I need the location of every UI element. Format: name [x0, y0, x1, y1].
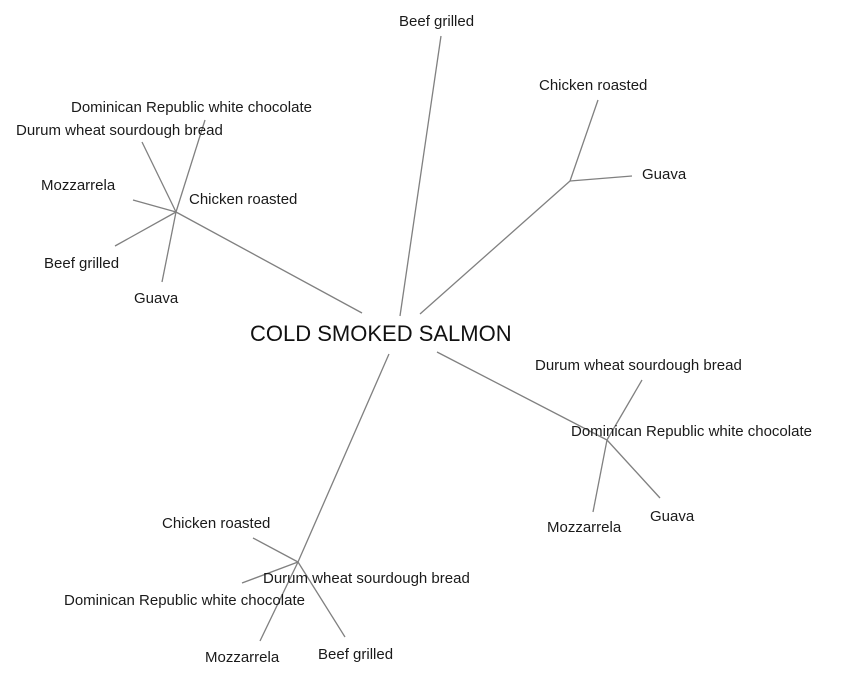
- edge-root-ne-cluster: [419, 180, 571, 315]
- child-node[interactable]: Durum wheat sourdough bread: [535, 357, 742, 374]
- edge-e-durum: [606, 379, 643, 441]
- child-node[interactable]: Beef grilled: [318, 646, 393, 663]
- child-node[interactable]: Mozzarrela: [547, 519, 622, 536]
- node-beef-grilled[interactable]: Beef grilled: [399, 13, 474, 30]
- child-node[interactable]: Dominican Republic white chocolate: [64, 592, 305, 609]
- edge-e-mozzarrela: [592, 439, 608, 513]
- child-node[interactable]: Chicken roasted: [162, 515, 270, 532]
- root-node[interactable]: COLD SMOKED SALMON: [250, 321, 512, 346]
- child-node[interactable]: Guava: [134, 290, 179, 307]
- edge-nw-dominican: [175, 119, 206, 213]
- edge-root-s-cluster: [297, 353, 390, 563]
- child-node[interactable]: Durum wheat sourdough bread: [16, 122, 223, 139]
- edge-root-nw-cluster: [175, 211, 363, 314]
- node-chicken-roasted[interactable]: Chicken roasted: [189, 191, 297, 208]
- edge-ne-guava: [569, 175, 633, 182]
- edge-s-chicken: [252, 537, 299, 563]
- child-node[interactable]: Guava: [650, 508, 695, 525]
- edge-s-dominican: [241, 561, 299, 584]
- child-node[interactable]: Beef grilled: [44, 255, 119, 272]
- edge-nw-beef: [114, 211, 177, 247]
- edge-s-beef: [297, 561, 346, 638]
- edge-root-e-cluster: [436, 351, 608, 441]
- edges: [114, 35, 661, 642]
- child-node[interactable]: Dominican Republic white chocolate: [71, 99, 312, 116]
- node-dominican-republic-white-chocolate[interactable]: Dominican Republic white chocolate: [571, 423, 812, 440]
- edge-nw-durum: [141, 141, 177, 213]
- edge-e-guava: [606, 439, 661, 499]
- node-durum-wheat-sourdough-bread[interactable]: Durum wheat sourdough bread: [263, 570, 470, 587]
- node-ne-guava[interactable]: Guava: [642, 166, 687, 183]
- child-node[interactable]: Mozzarrela: [205, 649, 280, 666]
- node-ne-chicken-roasted[interactable]: Chicken roasted: [539, 77, 647, 94]
- edge-ne-chicken-roasted: [569, 99, 599, 182]
- edge-root-beef-grilled: [399, 35, 442, 317]
- edge-nw-mozzarrela: [132, 199, 177, 213]
- child-node[interactable]: Mozzarrela: [41, 177, 116, 194]
- edge-nw-guava: [161, 211, 177, 283]
- edge-s-mozzarrela: [259, 561, 299, 642]
